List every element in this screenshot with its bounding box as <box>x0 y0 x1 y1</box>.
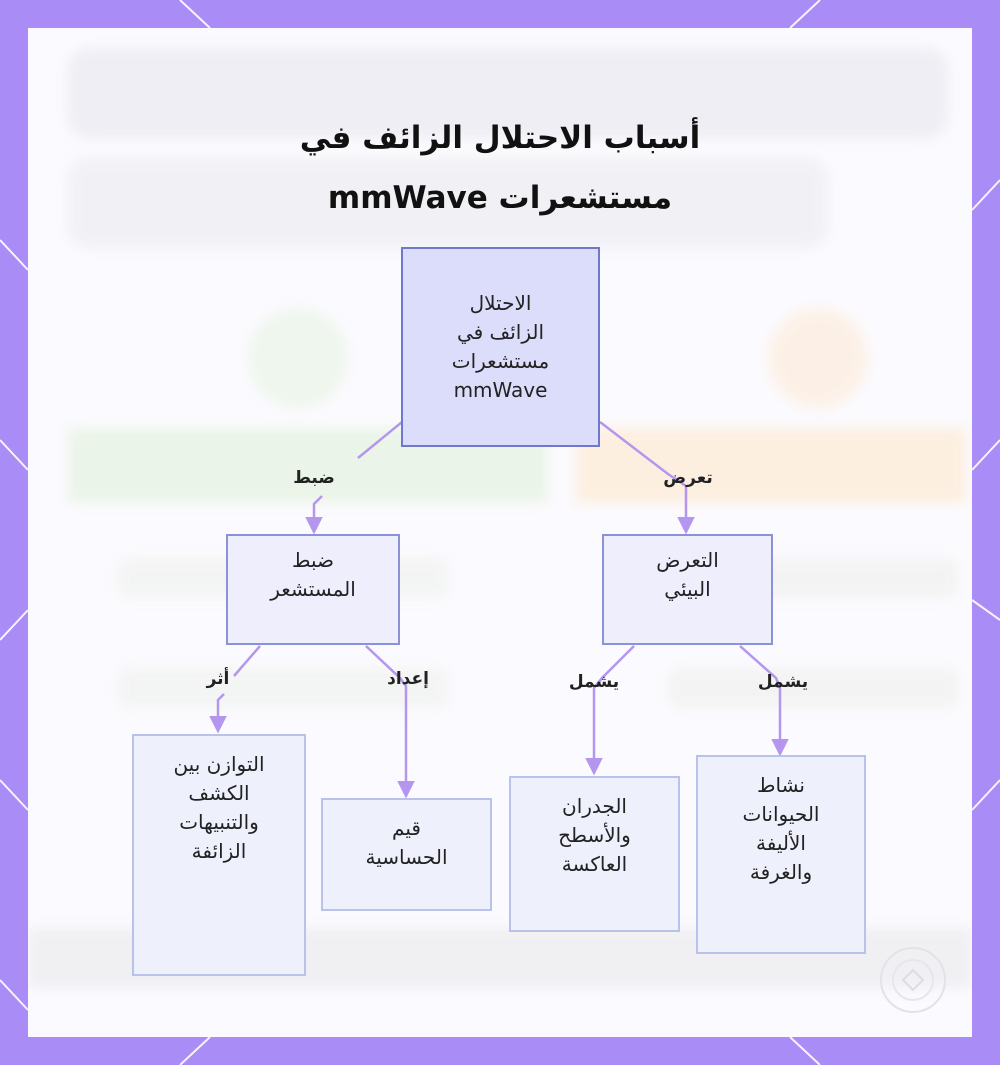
node-environmental-exposure: التعرض البيئي <box>602 534 773 645</box>
node-root-label: الاحتلال الزائف في مستشعرات mmWave <box>451 291 550 402</box>
edge-root-to-tuning <box>314 421 403 531</box>
title-line-1: أسباب الاحتلال الزائف في <box>299 120 701 156</box>
watermark-logo-icon <box>880 947 946 1013</box>
edge-root-to-env <box>599 421 695 535</box>
node-environmental-exposure-label: التعرض البيئي <box>656 548 719 601</box>
node-sensitivity-label: قيم الحساسية <box>365 816 448 869</box>
edge-label-includes-pets: يشمل <box>757 672 809 692</box>
edge-label-effect: أثر <box>206 669 230 689</box>
node-balance-label: التوازن بين الكشف والتنبيهات الزائفة <box>173 752 265 863</box>
node-pets: نشاط الحيوانات الأليفة والغرفة <box>696 755 866 954</box>
edge-tuning-to-sensitivity <box>365 645 415 799</box>
node-walls-label: الجدران والأسطح العاكسة <box>558 794 631 876</box>
node-balance: التوازن بين الكشف والتنبيهات الزائفة <box>132 734 306 976</box>
connectors <box>28 421 789 799</box>
node-walls: الجدران والأسطح العاكسة <box>509 776 680 932</box>
edge-env-to-walls <box>585 645 635 776</box>
diagram-canvas: أسباب الاحتلال الزائف في مستشعرات mmWave… <box>28 28 972 1037</box>
edge-label-exposure: تعرض <box>663 468 713 488</box>
node-root: الاحتلال الزائف في مستشعرات mmWave <box>401 247 600 447</box>
edge-label-setting: إعداد <box>387 669 429 689</box>
edge-label-includes-walls: يشمل <box>568 672 620 692</box>
node-sensor-tuning-label: ضبط المستشعر <box>270 548 356 601</box>
node-sensor-tuning: ضبط المستشعر <box>226 534 400 645</box>
node-pets-label: نشاط الحيوانات الأليفة والغرفة <box>742 773 820 884</box>
node-sensitivity: قيم الحساسية <box>321 798 492 911</box>
edge-label-tuning: ضبط <box>293 468 335 488</box>
edge-env-to-pets <box>739 645 789 757</box>
diagram-title: أسباب الاحتلال الزائف في مستشعرات mmWave <box>28 108 972 228</box>
edge-tuning-to-balance <box>218 645 261 730</box>
title-line-2: مستشعرات mmWave <box>327 180 673 216</box>
